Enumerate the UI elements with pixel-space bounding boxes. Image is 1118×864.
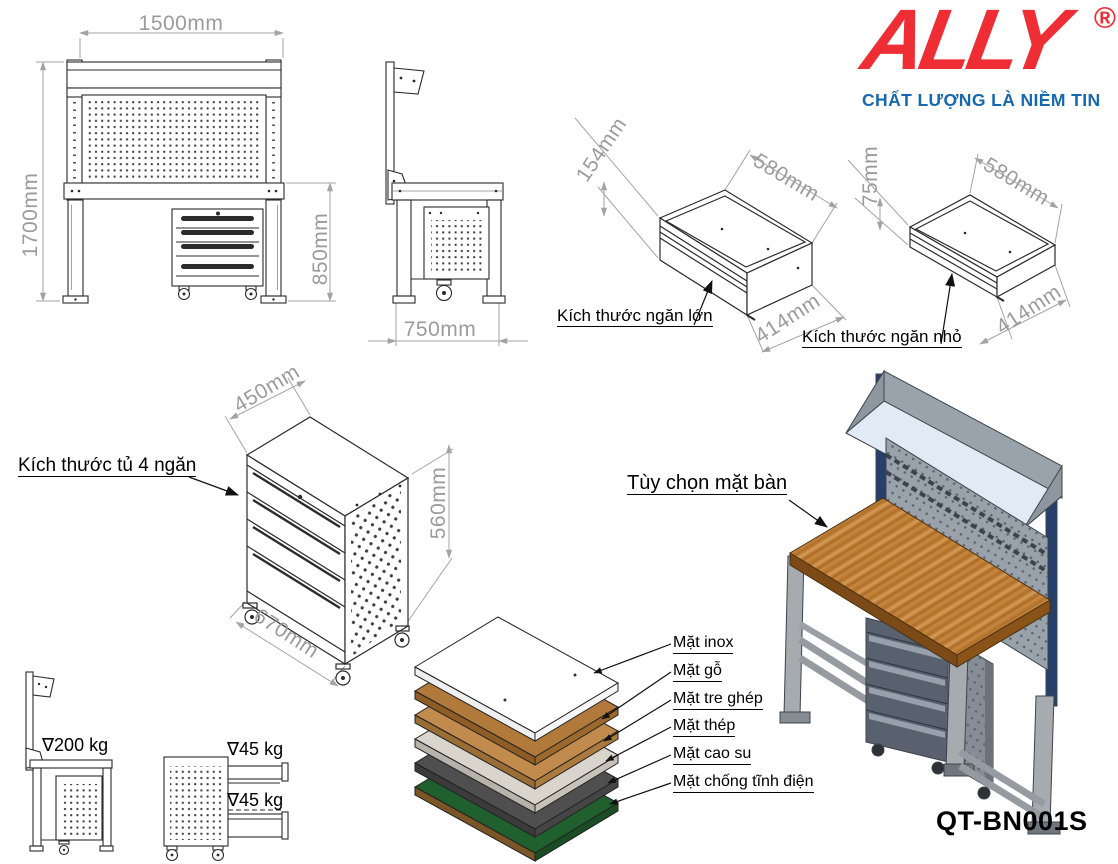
nabla-icon: ∇ (227, 739, 240, 759)
brand-tagline: CHẤT LƯỢNG LÀ NIỀM TIN (862, 90, 1101, 110)
label-tabletop-options: Tùy chọn mặt bàn (627, 472, 788, 495)
label-small-drawer: Kích thước ngăn nhỏ (802, 327, 962, 348)
large-drawer-drawing (574, 117, 847, 353)
dim-front-height: 1700mm (19, 172, 42, 258)
side-view-drawing (368, 61, 528, 346)
small-drawer-drawing (847, 153, 1071, 345)
leader-lines (188, 272, 956, 805)
nabla-icon: ∇ (42, 735, 55, 755)
label-layer-rubber: Mặt cao su (673, 745, 752, 765)
label-layer-inox: Mặt inox (673, 634, 734, 654)
front-view-drawing (36, 29, 336, 304)
dim-worktop-height: 850mm (309, 212, 332, 286)
product-code: QT-BN001S (936, 806, 1088, 836)
dim-cabinet-height: 560mm (427, 466, 450, 540)
label-cabinet: Kích thước tủ 4 ngăn (18, 455, 197, 477)
tabletop-stack-drawing (413, 616, 620, 862)
load-cabinet-drawing (163, 756, 289, 862)
dim-front-width: 1500mm (138, 12, 224, 35)
registered-trademark-icon: ® (1093, 2, 1116, 35)
load-bench-drawing (25, 671, 114, 856)
load-bench: ∇200 kg (42, 735, 109, 755)
load-top-drawer: ∇45 kg (227, 739, 284, 759)
dim-side-depth: 750mm (403, 318, 477, 341)
label-layer-antistatic: Mặt chống tĩnh điện (673, 773, 814, 793)
label-large-drawer: Kích thước ngăn lớn (557, 306, 713, 327)
brand-name: ALLY (855, 0, 1071, 88)
cabinet-iso-drawing (224, 377, 454, 687)
nabla-icon: ∇ (227, 790, 240, 810)
brand-logo: ALLY ® CHẤT LƯỢNG LÀ NIỀM TIN (855, 0, 1118, 110)
label-layer-bamboo: Mặt tre ghép (673, 690, 763, 710)
label-layer-steel: Mặt thép (673, 717, 736, 737)
bench-3d-drawing (779, 369, 1063, 835)
load-bottom-drawer: ∇45 kg (227, 790, 284, 810)
dim-small-drawer-height: 75mm (859, 145, 882, 207)
label-layer-wood: Mặt gỗ (673, 662, 722, 682)
